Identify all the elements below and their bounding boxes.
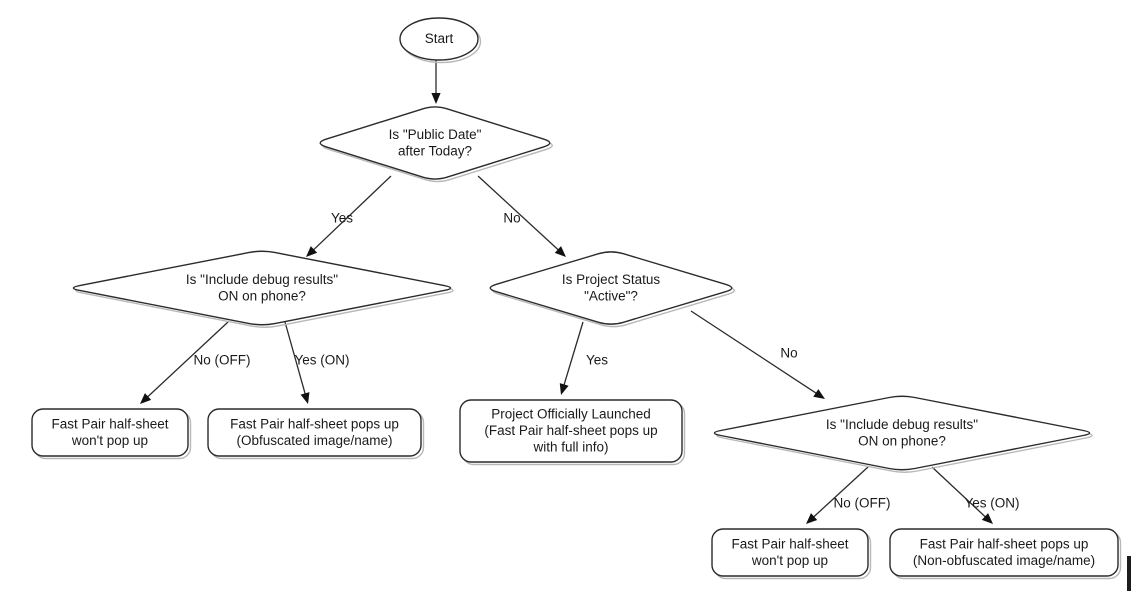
edge-public-date-no-arrowhead xyxy=(554,246,566,257)
edge-project-status-yes-line xyxy=(562,321,584,387)
decision-include-debug-left: Is "Include debug results" ON on phone? xyxy=(72,250,454,328)
decision-include-debug-right-shape xyxy=(713,395,1091,471)
outcome-no-popup-right-line: won't pop up xyxy=(751,552,828,567)
edge-debug-right-no-off: No (OFF) xyxy=(806,466,891,524)
outcome-obfuscated-popup-label: Fast Pair half-sheet pops up(Obfuscated … xyxy=(230,416,399,448)
edge-debug-right-yes-on-line xyxy=(931,466,987,519)
edge-project-status-yes-arrowhead xyxy=(559,383,569,395)
edge-debug-right-no-off-label: No (OFF) xyxy=(834,496,891,511)
outcome-project-launched-line: (Fast Pair half-sheet pops up xyxy=(484,423,657,438)
edge-debug-right-yes-on: Yes (ON) xyxy=(931,466,1020,524)
decision-public-date: Is "Public Date" after Today? xyxy=(319,106,553,183)
decision-include-debug-right-label: Is "Include debug results" ON on phone? xyxy=(826,416,978,448)
decision-include-debug-right: Is "Include debug results" ON on phone? xyxy=(713,395,1093,473)
outcome-no-popup-right-shape xyxy=(711,528,869,577)
decision-project-status-line: "Active"? xyxy=(584,288,638,303)
edge-public-date-yes-line xyxy=(312,175,392,252)
edge-public-date-no: No xyxy=(477,175,566,257)
edge-project-status-no-arrowhead xyxy=(813,389,825,399)
edge-public-date-yes-label: Yes xyxy=(331,211,353,226)
edge-debug-left-yes-on-line xyxy=(284,321,307,396)
edge-debug-left-no-off: No (OFF) xyxy=(140,321,251,404)
outcome-no-popup-left-line: won't pop up xyxy=(71,432,148,447)
outcome-obfuscated-popup-shape xyxy=(207,408,422,457)
outcome-non-obfuscated-popup-label: Fast Pair half-sheet pops up(Non-obfusca… xyxy=(913,536,1095,568)
edge-public-date-yes-arrowhead xyxy=(306,246,318,257)
edge-project-status-no-line xyxy=(690,310,818,395)
decision-include-debug-left-shape xyxy=(72,250,452,326)
outcome-project-launched-label: Project Officially Launched (Fast Pair ha… xyxy=(484,406,657,454)
start-node-shape xyxy=(399,17,479,61)
outcome-no-popup-left-line: Fast Pair half-sheet xyxy=(51,416,168,431)
edge-scan-artifact xyxy=(1127,556,1131,591)
edge-public-date-yes: Yes xyxy=(306,175,392,257)
edge-public-date-no-label: No xyxy=(503,211,520,226)
edge-project-status-yes-label: Yes xyxy=(586,353,608,368)
edge-debug-left-yes-on-arrowhead xyxy=(300,392,310,404)
edge-start-to-public-date-arrowhead xyxy=(431,93,441,104)
edge-project-status-no-label: No xyxy=(780,346,797,361)
decision-include-debug-left-label: Is "Include debug results" ON on phone? xyxy=(186,271,338,303)
outcome-project-launched-shape xyxy=(459,399,683,463)
start-node-line: Start xyxy=(425,31,454,46)
edge-debug-left-no-off-label: No (OFF) xyxy=(194,353,251,368)
start-node: Start xyxy=(399,17,482,64)
decision-public-date-label: Is "Public Date" after Today? xyxy=(389,126,482,158)
edge-debug-left-no-off-line xyxy=(146,321,229,399)
decision-project-status-label: Is Project Status "Active"? xyxy=(562,271,661,303)
outcome-obfuscated-popup: Fast Pair half-sheet pops up(Obfuscated … xyxy=(207,408,425,460)
outcome-non-obfuscated-popup-line: Fast Pair half-sheet pops up xyxy=(920,536,1089,551)
nodes-layer: Start Is "Public Date" after Today? Is "Inc… xyxy=(31,17,1122,580)
decision-public-date-line: Is "Public Date" xyxy=(389,126,482,141)
outcome-obfuscated-popup-line: (Obfuscated image/name) xyxy=(236,432,392,447)
decision-project-status: Is Project Status "Active"? xyxy=(489,251,735,328)
decision-public-date-shape xyxy=(319,106,551,180)
outcome-no-popup-right-line: Fast Pair half-sheet xyxy=(731,536,848,551)
outcome-project-launched-line: with full info) xyxy=(532,439,608,454)
edge-debug-right-yes-on-arrowhead xyxy=(981,513,993,524)
edge-public-date-no-line xyxy=(477,175,560,252)
decision-include-debug-left-line: ON on phone? xyxy=(218,288,306,303)
start-node-label: Start xyxy=(425,31,454,46)
outcome-project-launched: Project Officially Launched (Fast Pair ha… xyxy=(459,399,686,466)
outcome-non-obfuscated-popup: Fast Pair half-sheet pops up(Non-obfusca… xyxy=(889,528,1122,580)
edge-start-to-public-date xyxy=(431,60,441,104)
edge-debug-left-no-off-arrowhead xyxy=(140,393,152,404)
outcome-obfuscated-popup-line: Fast Pair half-sheet pops up xyxy=(230,416,399,431)
outcome-non-obfuscated-popup-shape xyxy=(889,528,1119,577)
decision-project-status-shape xyxy=(489,251,733,325)
decision-include-debug-right-line: ON on phone? xyxy=(858,433,946,448)
outcome-non-obfuscated-popup-line: (Non-obfuscated image/name) xyxy=(913,552,1095,567)
edge-project-status-no: No xyxy=(690,310,825,399)
outcome-project-launched-line: Project Officially Launched xyxy=(491,406,651,421)
edge-debug-left-yes-on-label: Yes (ON) xyxy=(294,353,349,368)
decision-include-debug-left-line: Is "Include debug results" xyxy=(186,271,338,286)
decision-include-debug-right-line: Is "Include debug results" xyxy=(826,416,978,431)
edge-debug-right-no-off-arrowhead xyxy=(806,513,818,524)
decision-public-date-line: after Today? xyxy=(398,143,472,158)
edge-debug-right-yes-on-label: Yes (ON) xyxy=(964,496,1019,511)
edge-project-status-yes: Yes xyxy=(559,321,608,395)
edge-debug-left-yes-on: Yes (ON) xyxy=(284,321,350,404)
decision-project-status-line: Is Project Status xyxy=(562,271,661,286)
artifacts-layer xyxy=(1127,556,1131,591)
edge-debug-right-no-off-line xyxy=(812,466,869,519)
outcome-no-popup-left-shape xyxy=(31,408,189,457)
